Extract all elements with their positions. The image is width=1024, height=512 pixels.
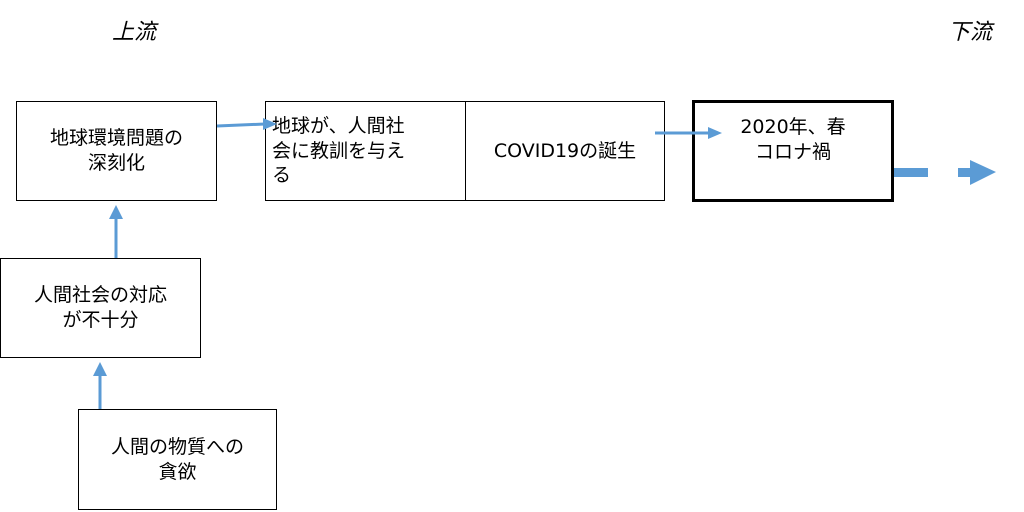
box-material-greed: 人間の物質への 貪欲 [78, 409, 277, 510]
box-insufficient-response: 人間社会の対応 が不十分 [0, 258, 201, 358]
arrow-covid-to-corona [655, 127, 722, 139]
arrow-deepening-to-lesson [216, 118, 277, 130]
box-response-text: 人間社会の対応 が不十分 [33, 284, 167, 331]
box-covid-text: COVID19の誕生 [493, 139, 637, 162]
downstream-label: 下流 [948, 20, 993, 45]
box-corona-disaster: 2020年、春 コロナ禍 [692, 100, 894, 202]
box-covid-birth: COVID19の誕生 [465, 101, 665, 201]
box-greed-text: 人間の物質への 貪欲 [110, 435, 244, 483]
arrow-corona-to-downstream [894, 160, 996, 185]
box-deepening-text: 地球環境問題の 深刻化 [49, 127, 183, 174]
box-lesson-text: 地球が、人間社 会に教訓を与え る [272, 114, 406, 187]
box-deepening-environmental-issues: 地球環境問題の 深刻化 [16, 101, 217, 201]
arrow-greed-to-response [93, 362, 107, 409]
box-corona-text: 2020年、春 コロナ禍 [740, 116, 846, 163]
box-earth-gives-lesson: 地球が、人間社 会に教訓を与え る [265, 101, 466, 201]
arrow-response-to-deepening [109, 205, 123, 258]
upstream-label: 上流 [112, 20, 157, 45]
